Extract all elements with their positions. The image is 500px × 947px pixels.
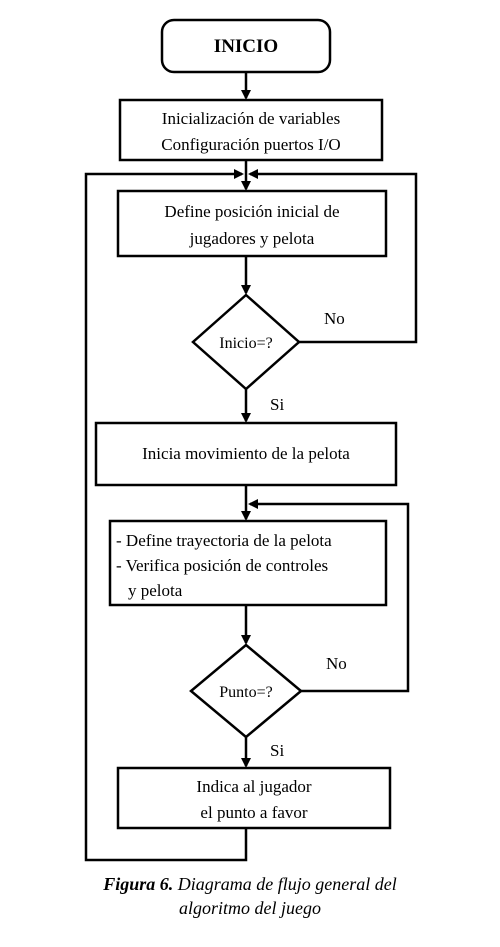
init-process-line1: Inicialización de variables [162,109,340,128]
init-process-line2: Configuración puertos I/O [161,135,340,154]
indicate-line2: el punto a favor [200,803,307,822]
trajectory-line3: y pelota [128,581,183,600]
indicate-point-process [116,766,392,830]
trajectory-process [108,519,388,607]
define-initial-process [116,189,388,258]
decision-start-yes-label: Si [270,395,284,414]
decision-start-no-label: No [324,309,345,328]
connector-decision-point-no-loop [248,499,410,693]
decision-start-label: Inicio=? [219,335,272,352]
define-initial-line1: Define posición inicial de [164,202,339,221]
caption-text-line2: algoritmo del juego [179,898,321,918]
start-ball-process [94,421,398,487]
trajectory-line1: - Define trayectoria de la pelota [116,531,332,550]
connector-outer-loop [84,169,248,862]
connector-decision-start-no-loop [248,169,418,344]
figure-caption: Figura 6. Diagrama de flujo general del … [0,872,500,920]
decision-point-yes-label: Si [270,741,284,760]
start-ball-label: Inicia movimiento de la pelota [142,444,350,463]
decision-point-no-label: No [326,654,347,673]
caption-text-line1: Diagrama de flujo general del [177,874,397,894]
start-terminal-label: INICIO [214,36,278,57]
caption-line1: Figura 6. Diagrama de flujo general del [0,872,500,896]
init-process [118,98,384,162]
decision-point-label: Punto=? [219,684,272,701]
caption-figure-label: Figura 6. [103,874,174,894]
define-initial-line2: jugadores y pelota [189,229,315,248]
trajectory-line2: - Verifica posición de controles [116,556,328,575]
indicate-line1: Indica al jugador [196,777,312,796]
